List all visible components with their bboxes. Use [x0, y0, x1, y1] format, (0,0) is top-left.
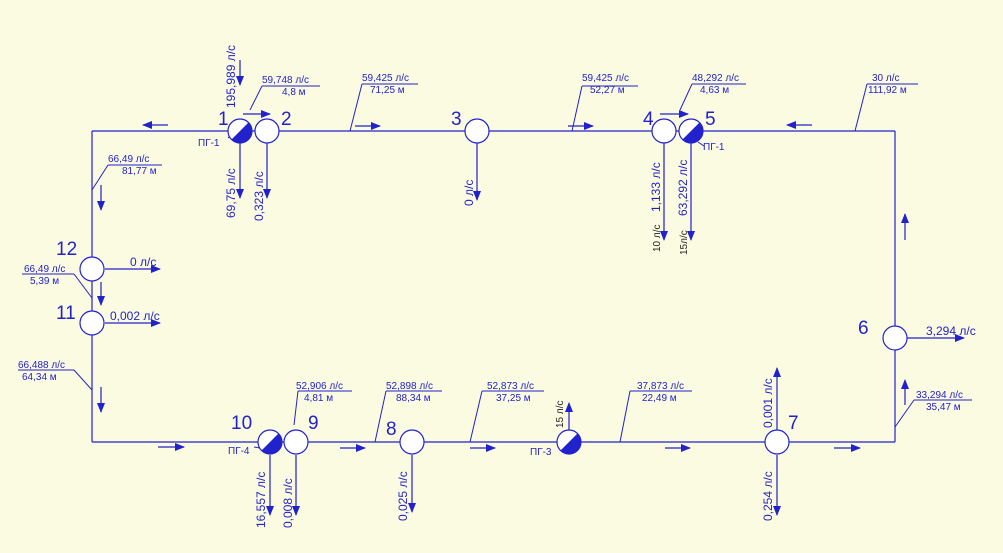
segment-9-8-flow: 52,906 л/с — [296, 381, 343, 392]
segment-pg3-x-length: 37,25 м — [496, 393, 531, 404]
segment-1-2-flow: 59,748 л/с — [262, 75, 309, 86]
withdrawal-arrows — [97, 60, 965, 516]
segment-2-3-length: 71,25 м — [370, 85, 405, 96]
node-1-hydrant[interactable] — [227, 118, 253, 144]
segment-7-6-length: 35,47 м — [926, 402, 961, 413]
withdrawal-11: 0,002 л/с — [110, 309, 160, 323]
node-12-number: 12 — [56, 239, 77, 260]
segment-5-6-flow: 30 л/с — [872, 73, 900, 84]
node-1-number: 1 — [218, 109, 229, 130]
node-4[interactable] — [651, 118, 677, 144]
withdrawal-6: 3,294 л/с — [926, 324, 976, 338]
node-5-number: 5 — [705, 109, 716, 130]
segment-3-4-flow: 59,425 л/с — [582, 73, 629, 84]
withdrawal-2: 0,323 л/с — [252, 171, 266, 221]
flow-arrows — [97, 110, 909, 452]
label-leaders — [18, 83, 972, 443]
segment-9-8-length: 4,81 м — [304, 393, 333, 404]
node-8-number: 8 — [386, 419, 397, 440]
node-6-number: 6 — [858, 318, 869, 339]
segment-5-6-length: 111,92 м — [868, 85, 907, 96]
node-9[interactable] — [283, 429, 309, 455]
node-7[interactable] — [764, 429, 790, 455]
withdrawal-12: 0 л/с — [130, 255, 156, 269]
node-12[interactable] — [79, 256, 105, 282]
withdrawal-8: 0,025 л/с — [396, 471, 410, 521]
node-11[interactable] — [79, 310, 105, 336]
node-2-number: 2 — [281, 109, 292, 130]
withdrawal-pg3: 15 л/с — [555, 400, 566, 428]
segment-8-pg3-length: 88,34 м — [396, 393, 431, 404]
segment-1-12-length: 81,77 м — [122, 166, 157, 177]
node-7-number: 7 — [788, 413, 799, 434]
withdrawal-9: 0,008 л/с — [281, 478, 295, 528]
segment-1-12-flow: 66,49 л/с — [108, 154, 149, 165]
withdrawal-10: 16,557 л/с — [254, 472, 268, 528]
node-9-number: 9 — [308, 413, 319, 434]
node-4-number: 4 — [643, 109, 654, 130]
segment-x-7-flow: 37,873 л/с — [637, 381, 684, 392]
nodes — [79, 118, 908, 455]
segment-12-11-flow: 66,49 л/с — [24, 264, 65, 275]
segment-2-3-flow: 59,425 л/с — [362, 73, 409, 84]
node-11-number: 11 — [56, 303, 76, 324]
hydrant-pg3[interactable] — [556, 429, 582, 455]
segment-12-11-length: 5,39 м — [30, 276, 59, 287]
segment-pg3-x-flow: 52,873 л/с — [487, 381, 534, 392]
withdrawal-7-down: 0,254 л/с — [761, 471, 775, 521]
withdrawal-4-out: 1,133 л/с — [649, 162, 663, 212]
withdrawal-3: 0 л/с — [462, 180, 476, 206]
hydrant-label-pg3: ПГ-3 — [530, 447, 552, 458]
segment-3-4-length: 52,27 м — [590, 85, 625, 96]
withdrawal-7-up: 0,001 л/с — [761, 378, 775, 428]
node-6[interactable] — [882, 325, 908, 351]
segment-labels: 59,748 л/с 4,8 м 59,425 л/с 71,25 м 59,4… — [18, 73, 963, 413]
hydrant-label-pg1-left: ПГ-1 — [198, 138, 220, 149]
segment-4-5-flow: 48,292 л/с — [692, 73, 739, 84]
withdrawal-1-in: 195,989 л/с — [224, 45, 238, 108]
pipe-loop — [91, 130, 896, 443]
node-10-hydrant[interactable] — [257, 429, 283, 455]
node-2[interactable] — [254, 118, 280, 144]
node-numbers: 1 2 3 4 5 6 7 8 9 10 11 12 — [56, 109, 869, 440]
withdrawal-5-out: 63,292 л/с — [676, 160, 690, 216]
segment-11-10-length: 64,34 м — [22, 372, 57, 383]
withdrawal-1-out: 69,75 л/с — [224, 168, 238, 218]
segment-7-6-flow: 33,294 л/с — [916, 390, 963, 401]
node-5-hydrant[interactable] — [678, 118, 704, 144]
withdrawal-4-small: 10 л/с — [652, 224, 663, 252]
hydrant-label-pg4: ПГ-4 — [228, 446, 250, 457]
node-3-number: 3 — [451, 109, 462, 130]
withdrawal-5-small: 15л/с — [679, 230, 690, 255]
hydrant-label-pg1-right: ПГ-1 — [703, 142, 725, 153]
withdrawal-labels: 195,989 л/с 69,75 л/с 0,323 л/с 0 л/с 1,… — [110, 45, 976, 528]
hydrant-labels: ПГ-1 ПГ-1 ПГ-4 ПГ-3 — [198, 138, 725, 458]
segment-8-pg3-flow: 52,898 л/с — [386, 381, 433, 392]
node-3[interactable] — [464, 118, 490, 144]
segment-1-2-length: 4,8 м — [282, 87, 306, 98]
node-10-number: 10 — [231, 413, 252, 434]
segment-x-7-length: 22,49 м — [642, 393, 677, 404]
segment-4-5-length: 4,63 м — [700, 85, 729, 96]
segment-11-10-flow: 66,488 л/с — [18, 360, 65, 371]
node-8[interactable] — [399, 429, 425, 455]
